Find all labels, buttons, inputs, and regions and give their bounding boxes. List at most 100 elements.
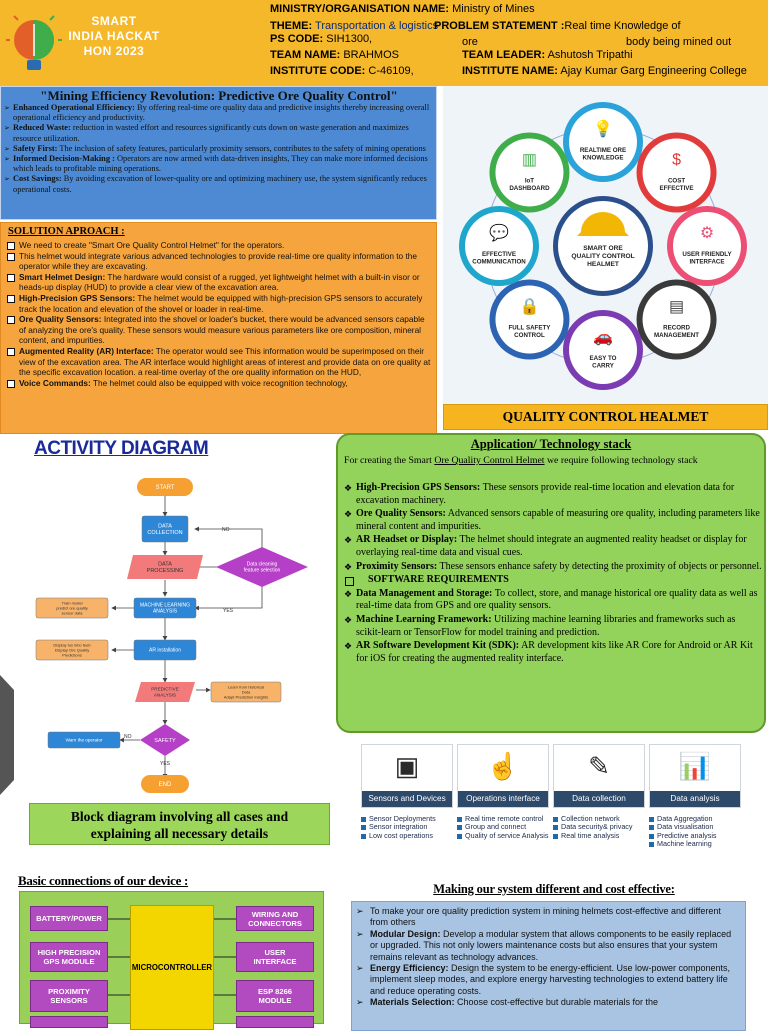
module-partial (236, 1016, 314, 1028)
ministry-row: MINISTRY/ORGANISATION NAME: Ministry of … (270, 3, 535, 15)
mining-title: "Mining Efficiency Revolution: Predictiv… (40, 88, 398, 103)
tile-list-item: Group and connect (457, 822, 549, 831)
basic-connections-title: Basic connections of our device : (18, 873, 189, 888)
tile-list-item: Quality of service Analysis (457, 831, 549, 840)
block-diagram-caption: Block diagram involving all cases and ex… (29, 803, 330, 845)
solution-list: We need to create "Smart Ore Quality Con… (6, 240, 432, 388)
activity-node-start: START (137, 478, 193, 496)
list-item: Voice Commands: The helmet could also be… (6, 378, 432, 389)
microcontroller-block: MICROCONTROLLER (130, 905, 214, 1030)
user-chat-icon: 💬 (489, 223, 509, 242)
sih-logo (6, 15, 62, 70)
module-left: BATTERY/POWER (30, 906, 108, 931)
module-partial (30, 1016, 108, 1028)
tile-list-item: Low cost operations (361, 831, 453, 840)
tech-stack-intro: For creating the Smart Ore Quality Contr… (344, 455, 698, 466)
tile-list-item: Sensor Deployments (361, 814, 453, 823)
activity-label: Warn the operator (66, 738, 103, 743)
tile-list-item: Sensor integration (361, 822, 453, 831)
tile-list-item: Real time analysis (553, 831, 645, 840)
list-item: Modular Design: Develop a modular system… (356, 929, 740, 963)
tile-list-item: Collection network (553, 814, 645, 823)
different-list: To make your ore quality prediction syst… (356, 906, 740, 1009)
software-heading: SOFTWARE REQUIREMENTS (344, 574, 762, 587)
problem-row-3: body being mined out (626, 36, 732, 48)
leader-row: TEAM LEADER: Ashutosh Tripathi (462, 49, 633, 61)
activity-label: AR installation (149, 648, 181, 654)
tech-item: AR Headset or Display: The helmet should… (344, 534, 762, 559)
tile-list-item: Real time remote control (457, 814, 549, 823)
module-right: WIRING AND CONNECTORS (236, 906, 314, 931)
activity-node-warn: Warn the operator (47, 731, 121, 749)
tech-item: High-Precision GPS Sensors: These sensor… (344, 482, 762, 507)
inst-name-row: INSTITUTE NAME: Ajay Kumar Garg Engineer… (462, 65, 747, 77)
lock-icon: 🔒 (519, 298, 539, 316)
edit-icon: ✎ (588, 751, 610, 781)
problem-row-2: ore (462, 36, 478, 48)
list-item: High-Precision GPS Sensors: The helmet w… (6, 293, 432, 314)
no-label-2: NO (124, 734, 132, 740)
tile-label: Operations interface (458, 791, 548, 807)
helmet-icon (577, 212, 629, 236)
dashboard-icon: ▥ (522, 151, 537, 168)
module-right: ESP 8266 MODULE (236, 980, 314, 1012)
list-item: Reduced Waste: reduction in wasted effor… (4, 123, 432, 143)
activity-label: SAFETY (154, 738, 176, 744)
list-item: Enhanced Operational Efficiency: By offe… (4, 103, 432, 123)
brain-bulb-icon (6, 15, 62, 70)
money-bag-icon: $ (672, 151, 681, 168)
list-item: Augmented Reality (AR) Interface: The op… (6, 346, 432, 378)
touch-icon: ☝ (486, 751, 520, 781)
header-bar (0, 0, 768, 86)
gear-user-icon: ⚙ (700, 225, 714, 242)
activity-label: START (155, 485, 174, 491)
different-title: Making our system different and cost eff… (433, 882, 675, 896)
tile-list-item: Machine learning (649, 839, 741, 848)
analytics-icon: 📊 (678, 751, 712, 781)
list-item: Energy Efficiency: Design the system to … (356, 963, 740, 997)
software-item: Data Management and Storage: To collect,… (344, 588, 762, 613)
yes-label-1: YES (223, 608, 234, 614)
module-left: PROXIMITY SENSORS (30, 980, 108, 1012)
printer-icon: ▤ (669, 299, 684, 316)
no-label-1: NO (222, 527, 230, 533)
list-item: Smart Helmet Design: The hardware would … (6, 272, 432, 293)
tile-list-item: Data visualisation (649, 822, 741, 831)
chip-icon: ▣ (394, 751, 420, 781)
list-item: We need to create "Smart Ore Quality Con… (6, 240, 432, 251)
tile-touch: ☝ Operations interface (457, 744, 549, 808)
decor-arrow (0, 675, 14, 795)
connection-lines (108, 918, 236, 996)
logo-text: SMART INDIA HACKAT HON 2023 (68, 14, 160, 58)
quality-helmet-banner: QUALITY CONTROL HEALMET (443, 404, 768, 430)
tile-chip: ▣Sensors and Devices (361, 744, 453, 808)
